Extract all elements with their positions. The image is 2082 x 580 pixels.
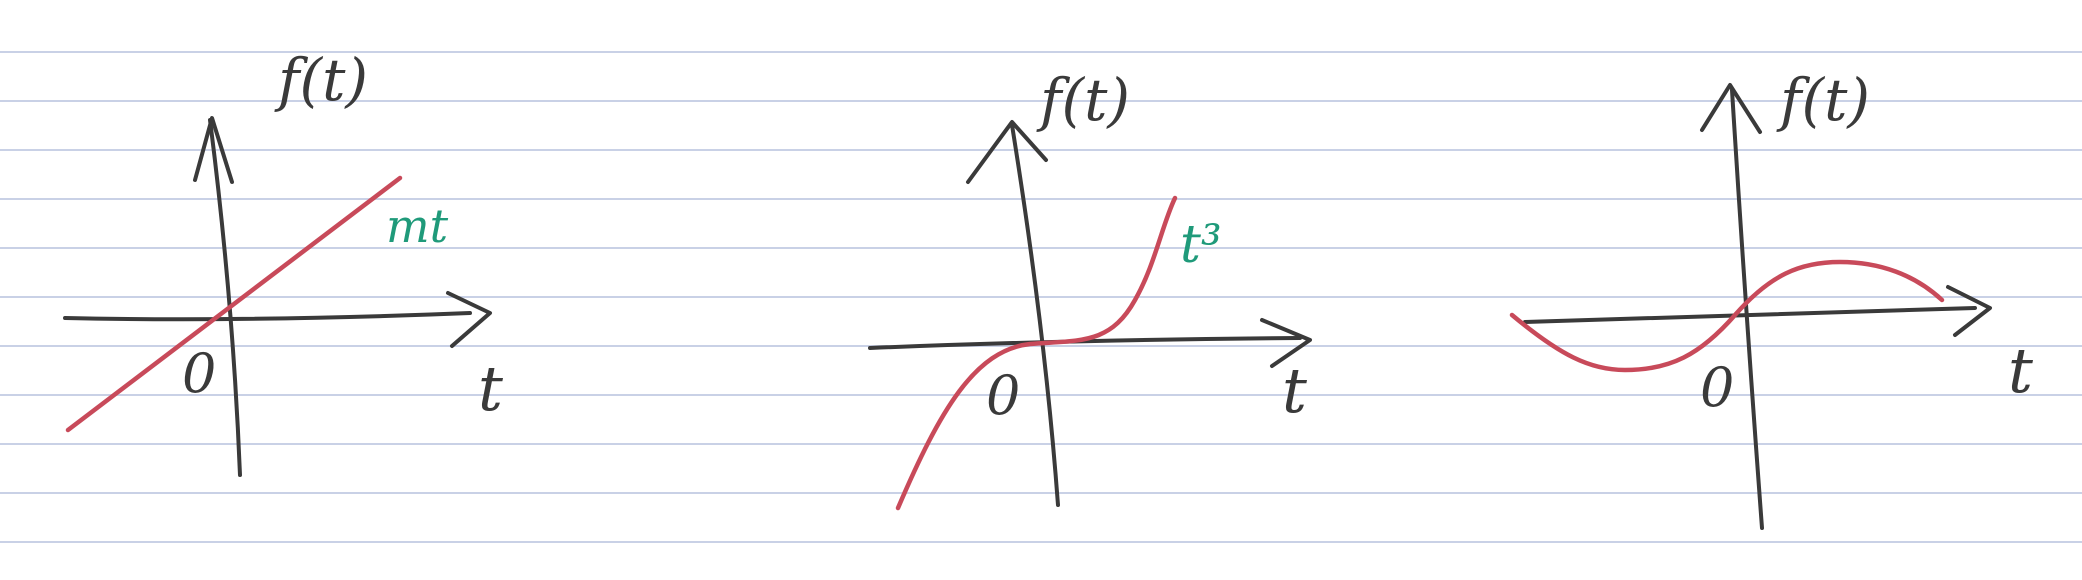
origin-label: 0 [1700, 356, 1734, 419]
y-axis-arrowhead [193, 116, 234, 184]
graph-linear: f(t) t 0 mt [63, 46, 503, 477]
x-axis-label: t [2008, 334, 2033, 407]
origin-label: 0 [986, 364, 1020, 427]
y-axis-label: f(t) [1036, 66, 1130, 134]
curve-cubic [895, 195, 1178, 511]
graph-cubic: f(t) t 0 t³ [868, 66, 1312, 511]
curve-linear [65, 175, 403, 433]
graph-sine: f(t) t 0 [1509, 66, 2033, 530]
curve-label: mt [386, 199, 449, 253]
y-axis-arrowhead [1700, 83, 1762, 134]
x-axis-arrowhead [1260, 318, 1312, 368]
x-axis [1523, 306, 1977, 324]
x-axis [63, 311, 472, 322]
y-axis [1730, 88, 1764, 530]
x-axis-arrowhead [446, 291, 492, 348]
curve-sine [1509, 259, 1945, 373]
x-axis-label: t [478, 352, 503, 425]
curve-label: t³ [1180, 215, 1222, 275]
y-axis [208, 118, 242, 477]
y-axis-arrowhead [966, 120, 1048, 184]
origin-label: 0 [182, 342, 216, 405]
x-axis-arrowhead [1946, 285, 1992, 337]
x-axis-label: t [1282, 354, 1307, 427]
y-axis-label: f(t) [274, 46, 368, 114]
y-axis-label: f(t) [1776, 66, 1870, 134]
ruled-lines [0, 51, 2082, 543]
y-axis [1010, 123, 1060, 507]
